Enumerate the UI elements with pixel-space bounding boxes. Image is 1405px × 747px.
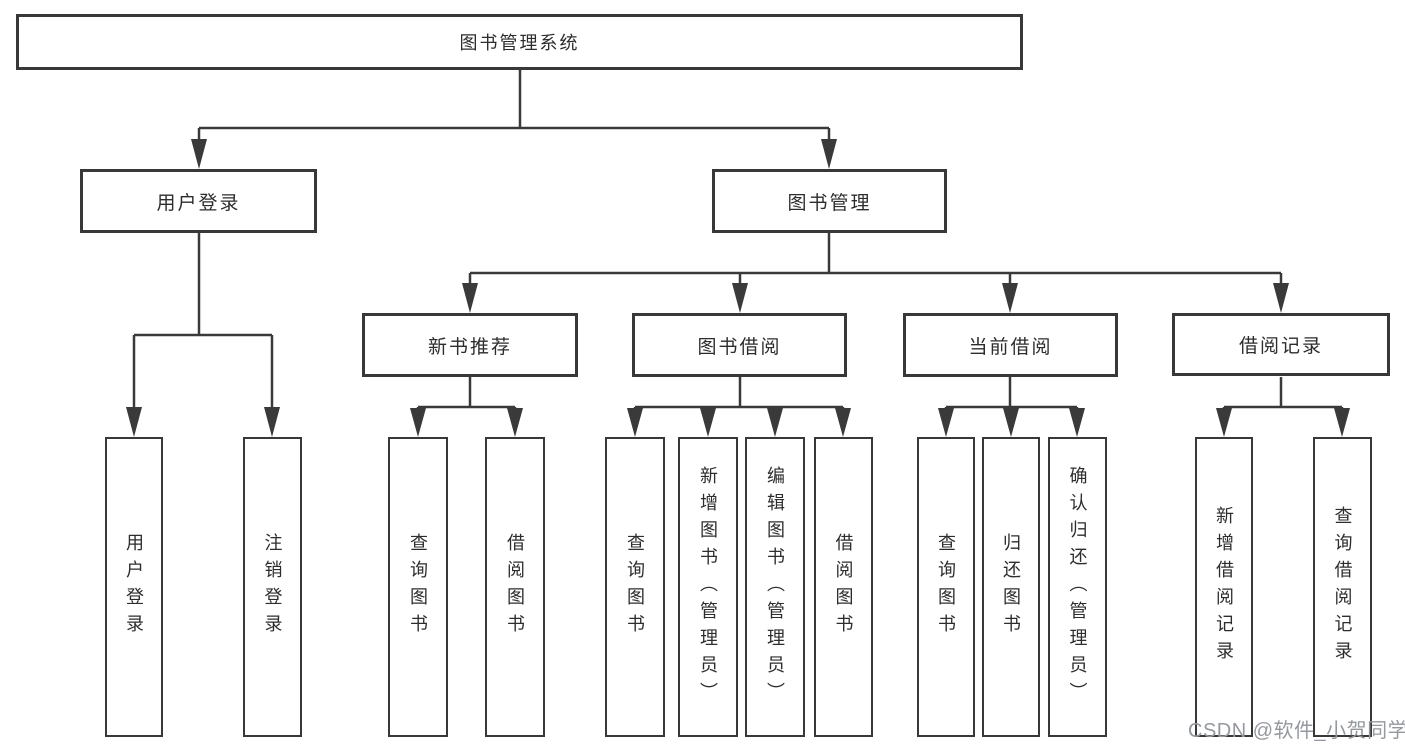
csdn-watermark: CSDN @软件_小贺同学 bbox=[1188, 720, 1405, 742]
leaf-return-books: 归还图书 bbox=[982, 437, 1040, 737]
leaf-query-books-current: 查询图书 bbox=[917, 437, 975, 737]
leaf-query-borrow-record: 查询借阅记录 bbox=[1313, 437, 1372, 737]
leaf-edit-books-admin-label: 编辑图书（管理员） bbox=[765, 465, 785, 709]
node-book-borrowing: 图书借阅 bbox=[632, 313, 847, 377]
node-user-login: 用户登录 bbox=[80, 169, 317, 233]
node-library-management-system: 图书管理系统 bbox=[16, 14, 1023, 70]
node-new-book-recommend: 新书推荐 bbox=[362, 313, 578, 377]
leaf-edit-books-admin: 编辑图书（管理员） bbox=[745, 437, 805, 737]
leaf-return-books-label: 归还图书 bbox=[1001, 533, 1021, 641]
node-current-borrowing: 当前借阅 bbox=[903, 313, 1118, 377]
leaf-query-borrow-record-label: 查询借阅记录 bbox=[1332, 506, 1353, 668]
leaf-borrow-books-borrowing: 借阅图书 bbox=[814, 437, 873, 737]
leaf-query-books-borrowing: 查询图书 bbox=[605, 437, 665, 737]
leaf-logout: 注销登录 bbox=[243, 437, 302, 737]
leaf-user-login: 用户登录 bbox=[105, 437, 163, 737]
leaf-logout-label: 注销登录 bbox=[262, 533, 283, 641]
leaf-query-books-borrowing-label: 查询图书 bbox=[625, 533, 645, 641]
leaf-add-borrow-record: 新增借阅记录 bbox=[1195, 437, 1253, 737]
leaf-add-books-admin-label: 新增图书（管理员） bbox=[698, 465, 718, 709]
leaf-add-books-admin: 新增图书（管理员） bbox=[678, 437, 738, 737]
leaf-add-borrow-record-label: 新增借阅记录 bbox=[1214, 506, 1234, 668]
leaf-confirm-return-admin-label: 确认归还（管理员） bbox=[1067, 465, 1088, 709]
leaf-user-login-label: 用户登录 bbox=[124, 533, 144, 641]
leaf-confirm-return-admin: 确认归还（管理员） bbox=[1048, 437, 1107, 737]
leaf-query-books-recommend: 查询图书 bbox=[388, 437, 448, 737]
node-book-management: 图书管理 bbox=[712, 169, 947, 233]
leaf-query-books-current-label: 查询图书 bbox=[936, 533, 956, 641]
leaf-borrow-books-borrowing-label: 借阅图书 bbox=[833, 533, 854, 641]
leaf-borrow-books-recommend-label: 借阅图书 bbox=[505, 533, 525, 641]
node-borrowing-records: 借阅记录 bbox=[1172, 313, 1390, 376]
leaf-borrow-books-recommend: 借阅图书 bbox=[485, 437, 545, 737]
leaf-query-books-recommend-label: 查询图书 bbox=[408, 533, 428, 641]
